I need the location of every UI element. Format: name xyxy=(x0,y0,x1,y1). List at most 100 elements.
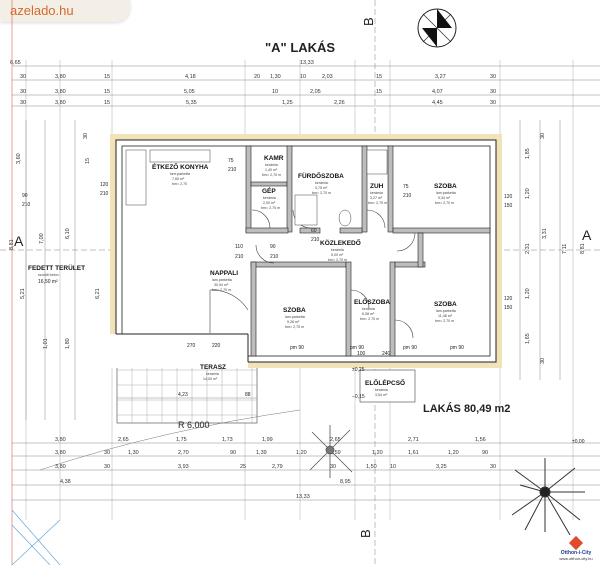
svg-text:3,75 m²: 3,75 m² xyxy=(315,186,328,190)
room-nappali: NAPPALI lam.parketta 30,94 m² bm= 2,70 m xyxy=(210,270,238,292)
svg-text:bm= 2,70 m: bm= 2,70 m xyxy=(212,288,231,292)
svg-text:1,61: 1,61 xyxy=(408,450,419,456)
room-kozlekedo: KÖZLEKEDŐ kerámia 5,00 m² bm= 2,70 m xyxy=(320,238,361,262)
svg-text:lam.parketta: lam.parketta xyxy=(436,309,456,313)
svg-text:9,28 m²: 9,28 m² xyxy=(287,320,300,324)
dim-top-3: 15 xyxy=(376,89,382,95)
elevation-mark: ±0,00 xyxy=(572,439,585,445)
plan-title: "A" LAKÁS xyxy=(265,40,335,55)
svg-text:11,48 m²: 11,48 m² xyxy=(438,314,453,318)
svg-text:1,20: 1,20 xyxy=(525,288,531,299)
watermark-badge: azelado.hu xyxy=(0,0,130,22)
svg-text:1,80: 1,80 xyxy=(65,338,71,349)
dim-top-3: 30 xyxy=(20,89,26,95)
svg-text:2,70: 2,70 xyxy=(178,450,189,456)
svg-text:10: 10 xyxy=(390,464,396,470)
dim-top-3: 3,80 xyxy=(55,89,66,95)
svg-text:SZOBA: SZOBA xyxy=(434,301,457,308)
svg-text:150: 150 xyxy=(504,305,513,311)
right-dimensions: 1,85 1,20 3,31 2,31 1,20 1,65 8,81 7,11 … xyxy=(519,120,586,380)
dim-top-4: 15 xyxy=(104,100,110,106)
dim-top-4: 2,26 xyxy=(334,100,345,106)
svg-text:16,50 m²: 16,50 m² xyxy=(38,279,58,285)
svg-text:lam.parketta: lam.parketta xyxy=(212,278,232,282)
svg-text:SZOBA: SZOBA xyxy=(434,183,457,190)
svg-text:bm= 2,70 m: bm= 2,70 m xyxy=(285,325,304,329)
svg-text:bm= 2,70 m: bm= 2,70 m xyxy=(328,258,347,262)
dim-top-4: 5,35 xyxy=(186,100,197,106)
left-dimensions: 3,60 7,00 6,10 5,21 1,01 1,80 6,21 15 8,… xyxy=(9,120,101,420)
svg-text:6,10: 6,10 xyxy=(65,228,71,239)
svg-text:120: 120 xyxy=(100,182,109,188)
dim-top-3: 5,05 xyxy=(184,89,195,95)
svg-text:8,81: 8,81 xyxy=(580,243,586,254)
dim-top-2: 4,18 xyxy=(185,74,196,80)
svg-text:1,20: 1,20 xyxy=(372,450,383,456)
outer-walls xyxy=(110,134,502,368)
svg-text:3,60: 3,60 xyxy=(16,153,22,164)
svg-text:bm= 2,70 m: bm= 2,70 m xyxy=(360,317,379,321)
svg-text:kerr.parketta: kerr.parketta xyxy=(170,172,190,176)
svg-text:3,54 m²: 3,54 m² xyxy=(375,393,388,397)
brand-name: Otthon-i-City xyxy=(560,550,592,556)
room-eloszoba: ELŐSZOBA kerámia 6,08 m² bm= 2,70 m xyxy=(354,297,390,321)
svg-text:kerámia: kerámia xyxy=(331,248,344,252)
svg-text:30: 30 xyxy=(104,464,110,470)
svg-text:30,94 m²: 30,94 m² xyxy=(214,283,229,287)
north-arrow-icon xyxy=(417,8,457,48)
dim-top-2: 1,30 xyxy=(270,74,281,80)
svg-text:pm 90: pm 90 xyxy=(403,345,417,351)
dim-top-2: 30 xyxy=(20,74,26,80)
svg-text:bm= 2,70 m: bm= 2,70 m xyxy=(312,191,331,195)
terasz-dim-88: 88 xyxy=(245,392,251,398)
svg-text:2,65: 2,65 xyxy=(118,437,129,443)
svg-text:bm= 2,70 m: bm= 2,70 m xyxy=(435,319,454,323)
svg-text:kerámia: kerámia xyxy=(263,196,276,200)
svg-text:NAPPALI: NAPPALI xyxy=(210,270,238,277)
svg-text:FÜRDŐSZOBA: FÜRDŐSZOBA xyxy=(298,171,344,180)
svg-text:KAMR: KAMR xyxy=(264,155,284,162)
svg-text:GÉP: GÉP xyxy=(262,186,276,195)
svg-text:bm= 2,70 m: bm= 2,70 m xyxy=(262,173,281,177)
bottom-dimensions: 3,80 2,65 1,75 1,73 1,99 2,65 2,71 1,56 … xyxy=(12,437,600,501)
svg-text:100: 100 xyxy=(357,351,366,357)
door-swings xyxy=(209,209,416,339)
tree-icon xyxy=(309,425,353,478)
room-terasz: TERASZ kerámia 14,00 m² xyxy=(200,364,226,381)
svg-text:SZOBA: SZOBA xyxy=(283,307,306,314)
section-a-left: A xyxy=(14,233,24,249)
svg-text:FEDETT TERÜLET: FEDETT TERÜLET xyxy=(28,263,85,272)
dim-top-1a: 6,65 xyxy=(10,60,21,66)
svg-text:TERASZ: TERASZ xyxy=(200,364,226,371)
room-fedett: FEDETT TERÜLET szórált beton 16,50 m² xyxy=(28,263,85,285)
svg-text:210: 210 xyxy=(311,237,320,243)
room-furdo: FÜRDŐSZOBA kerámia 3,75 m² bm= 2,70 m xyxy=(298,171,344,195)
svg-text:30: 30 xyxy=(540,358,546,364)
svg-text:7,00: 7,00 xyxy=(39,233,45,244)
svg-text:bm= 2,70 m: bm= 2,70 m xyxy=(261,206,280,210)
site-lines xyxy=(11,509,61,565)
svg-text:120: 120 xyxy=(504,194,513,200)
room-szoba1: SZOBA lam.parketta 9,34 m² bm= 2,70 m xyxy=(434,183,457,205)
tree-icon xyxy=(511,458,585,536)
svg-text:1,20: 1,20 xyxy=(448,450,459,456)
svg-text:210: 210 xyxy=(22,202,31,208)
svg-text:60: 60 xyxy=(311,228,317,234)
dim-top-2: 3,80 xyxy=(55,74,66,80)
room-zuh: ZUH kerámia 3,27 m² bm= 2,70 m xyxy=(368,183,387,205)
dim-top-2: 10 xyxy=(300,74,306,80)
dim-top-1b: 13,33 xyxy=(300,60,314,66)
svg-text:1,99: 1,99 xyxy=(262,437,273,443)
svg-text:bm= 2,70: bm= 2,70 xyxy=(172,182,187,186)
svg-text:120: 120 xyxy=(504,296,513,302)
svg-text:1,20: 1,20 xyxy=(525,188,531,199)
dim-top-3: 30 xyxy=(490,89,496,95)
svg-text:1,39: 1,39 xyxy=(256,450,267,456)
dim-top-4: 4,45 xyxy=(432,100,443,106)
svg-text:7,60 m²: 7,60 m² xyxy=(172,177,185,181)
svg-text:3,80: 3,80 xyxy=(55,437,66,443)
radius-label: R 6.000 xyxy=(178,420,210,430)
svg-text:pm 90: pm 90 xyxy=(450,345,464,351)
svg-text:1,65: 1,65 xyxy=(525,333,531,344)
svg-text:lam.parketta: lam.parketta xyxy=(285,315,305,319)
